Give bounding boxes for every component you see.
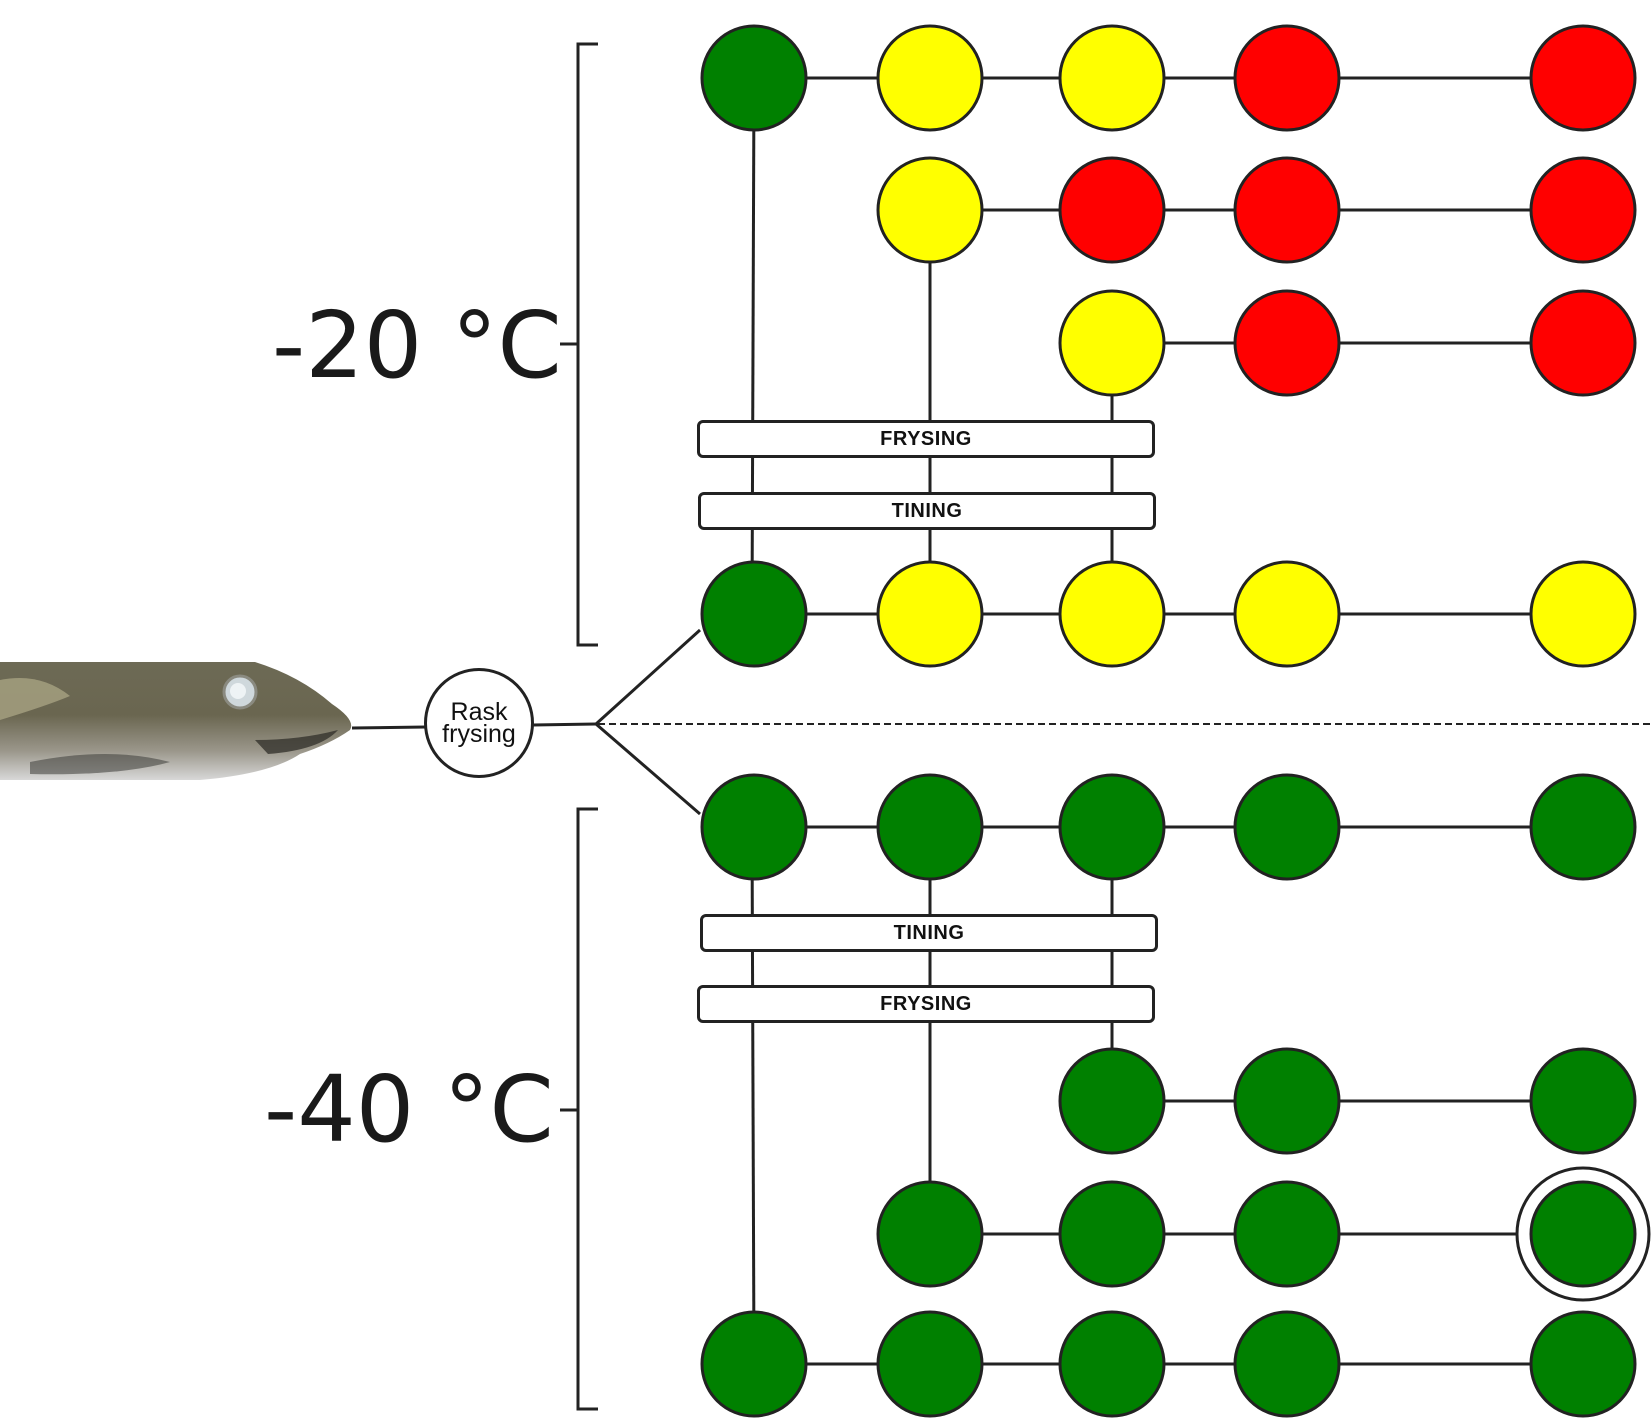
state-circle-yellow	[876, 156, 984, 264]
state-circle-green	[1233, 1047, 1341, 1155]
state-circle-green	[876, 1180, 984, 1288]
state-circle-green	[1233, 773, 1341, 881]
branch-lower	[595, 722, 701, 816]
state-circle-green	[1529, 1047, 1637, 1155]
fish-icon	[0, 662, 352, 780]
connector-fish	[351, 725, 427, 730]
connector-rask	[532, 722, 597, 727]
state-circle-green	[1058, 1047, 1166, 1155]
state-circle-red	[1529, 24, 1637, 132]
state-circle-yellow	[1529, 560, 1637, 668]
state-circle-yellow	[1058, 289, 1166, 397]
state-circle-red	[1529, 289, 1637, 397]
tining-box-top: TINING	[698, 492, 1156, 530]
branch-upper	[594, 628, 702, 726]
state-circle-green	[1058, 1180, 1166, 1288]
rask-label-line2: frysing	[442, 720, 516, 748]
temp-label-minus40: -40 °C	[264, 1056, 554, 1163]
rask-frysing-node: Rask frysing	[424, 668, 534, 778]
state-circle-green	[1058, 773, 1166, 881]
state-circle-yellow	[1058, 24, 1166, 132]
state-circle-green	[1233, 1180, 1341, 1288]
state-circle-red	[1529, 156, 1637, 264]
state-circle-yellow	[1058, 560, 1166, 668]
bracket-minus20	[560, 42, 598, 647]
state-circle-green	[700, 773, 808, 881]
state-circle-green	[1529, 773, 1637, 881]
state-circle-red	[1058, 156, 1166, 264]
state-circle-green	[876, 773, 984, 881]
state-circle-green	[1233, 1310, 1341, 1418]
state-circle-red	[1233, 24, 1341, 132]
frysing-box-top: FRYSING	[697, 420, 1155, 458]
state-circle-green	[700, 24, 808, 132]
vertical-link-col1-bottom	[750, 826, 756, 1365]
rask-label-line1: Rask	[450, 698, 508, 726]
bracket-minus40	[560, 807, 598, 1411]
state-circle-yellow	[876, 24, 984, 132]
state-circle-green	[1529, 1180, 1637, 1288]
frysing-box-bottom: FRYSING	[697, 985, 1155, 1023]
state-circle-green	[700, 560, 808, 668]
temp-label-minus20: -20 °C	[272, 292, 562, 399]
vertical-link-col1-top	[750, 77, 756, 615]
state-circle-red	[1233, 156, 1341, 264]
state-circle-green	[1529, 1310, 1637, 1418]
tining-box-bottom: TINING	[700, 914, 1158, 952]
state-circle-green	[700, 1310, 808, 1418]
state-circle-green	[876, 1310, 984, 1418]
state-circle-red	[1233, 289, 1341, 397]
state-circle-green	[1058, 1310, 1166, 1418]
state-circle-yellow	[876, 560, 984, 668]
state-circle-yellow	[1233, 560, 1341, 668]
